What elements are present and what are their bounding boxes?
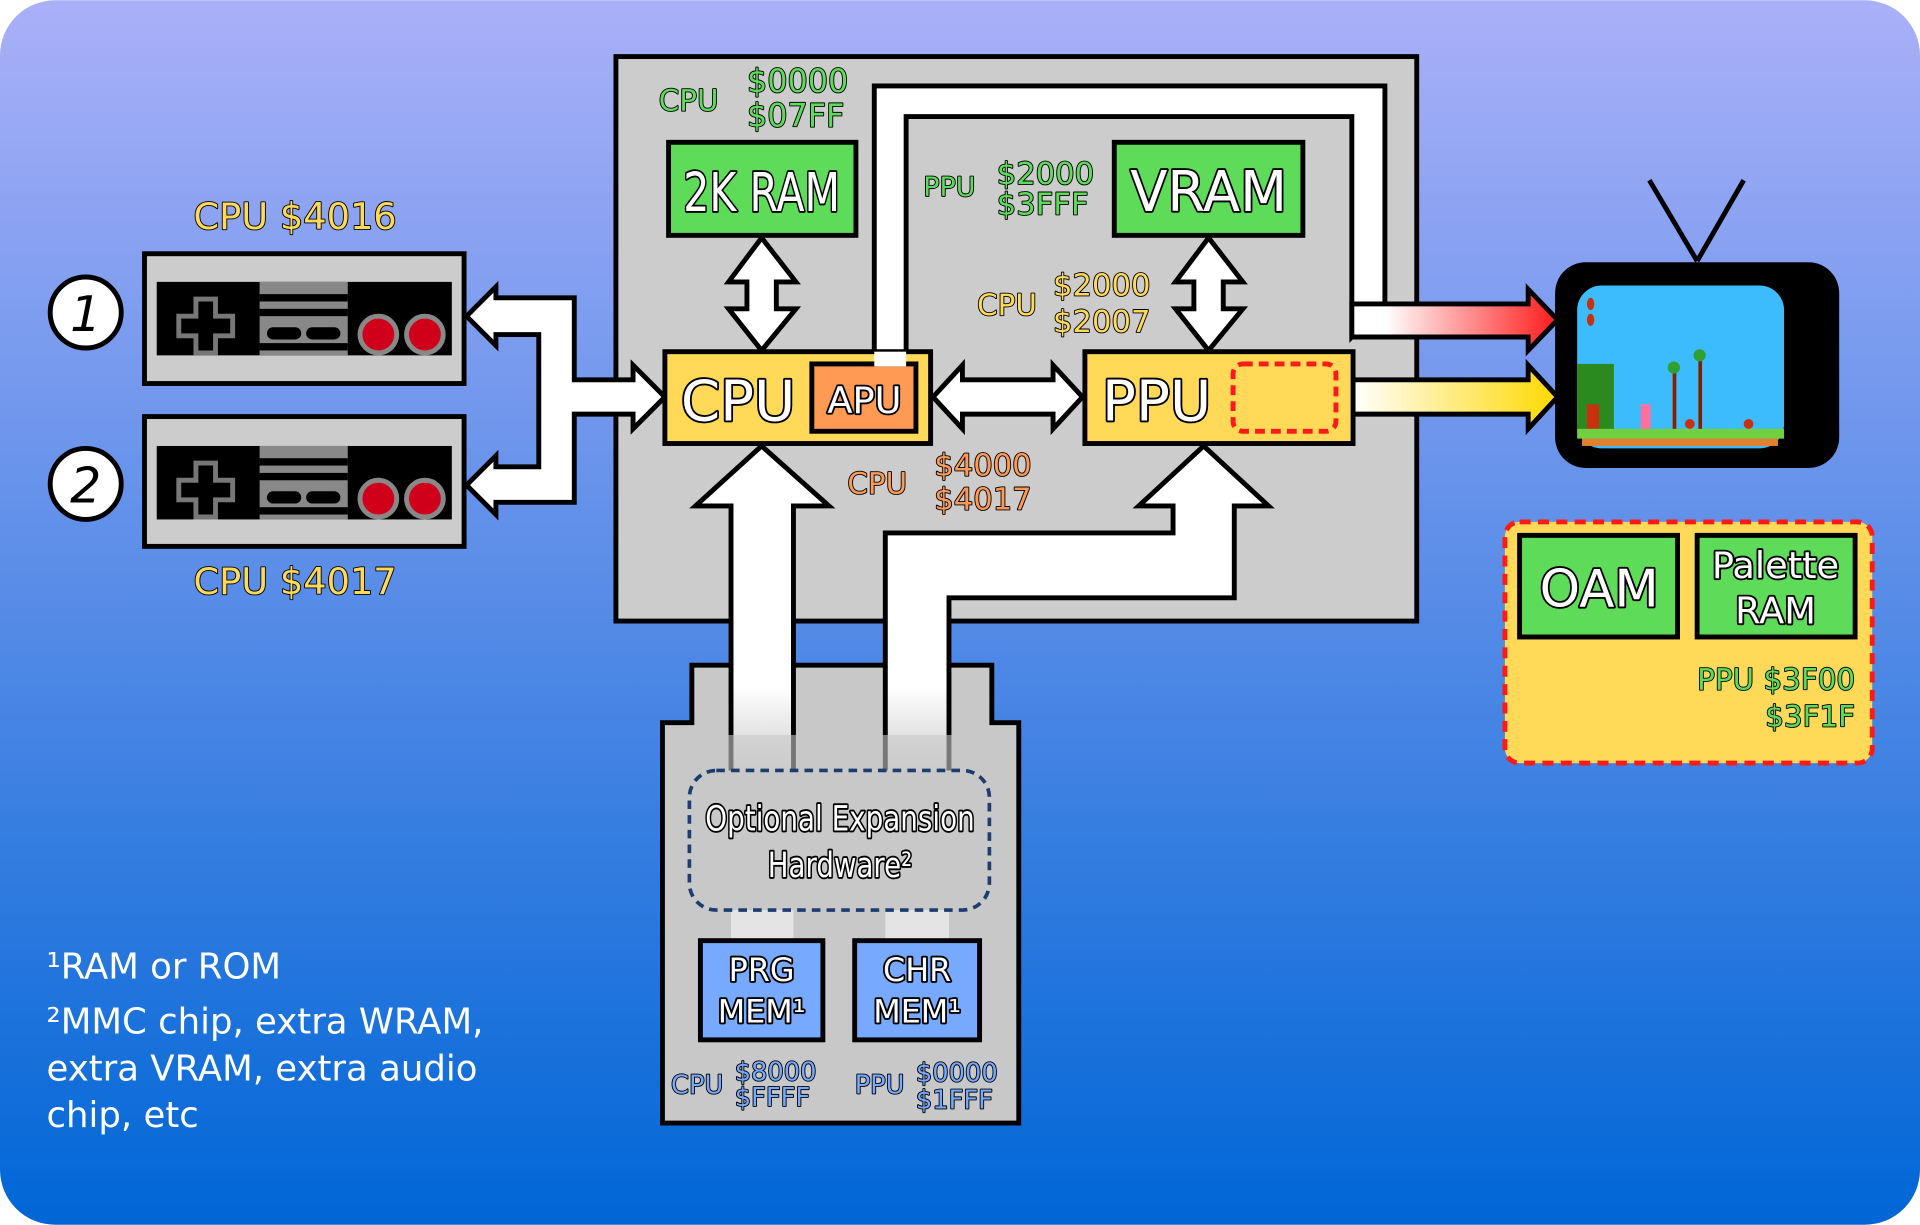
- prg-start-address: $8000: [735, 1057, 817, 1087]
- optional-expansion-hardware: [687, 768, 992, 912]
- ram-bus-label: CPU: [659, 83, 719, 117]
- footnote-2-line3: chip, etc: [47, 1095, 199, 1136]
- chr-memory-chip: [852, 938, 983, 1043]
- vram-chip: [1111, 139, 1306, 238]
- chr-bus-label: PPU: [855, 1071, 905, 1101]
- ram-end-address: $07FF: [747, 96, 844, 134]
- dpad-icon: [176, 460, 236, 520]
- expansion-label-line2: Hardware²: [768, 846, 912, 886]
- prg-connector: [731, 910, 794, 941]
- controller-bus-arrow: [463, 280, 669, 521]
- chr-label-line2: MEM¹: [873, 993, 961, 1031]
- ram-label: 2K RAM: [683, 161, 840, 224]
- chr-label-line1: CHR: [883, 951, 951, 989]
- audio-output-arrow: [1349, 283, 1561, 357]
- cpu-label: CPU: [681, 369, 795, 434]
- palette-label-line2: RAM: [1735, 590, 1816, 633]
- port-2-number: 2: [70, 457, 101, 514]
- prg-label-line2: MEM¹: [718, 993, 806, 1031]
- ppu-label: PPU: [1102, 369, 1211, 434]
- chr-end-address: $1FFF: [916, 1085, 993, 1115]
- palette-ram-chip: [1694, 532, 1858, 640]
- vram-bus-label: PPU: [923, 172, 975, 203]
- controller-2: [142, 414, 467, 549]
- prg-label-line1: PRG: [729, 951, 795, 989]
- prg-bus-label: CPU: [671, 1071, 723, 1101]
- expansion-label-line1: Optional Expansion: [705, 799, 974, 839]
- footnote-2-line2: extra VRAM, extra audio: [47, 1048, 478, 1089]
- palette-start-address: $3F00: [1763, 663, 1855, 697]
- vram-end-address: $3FFF: [997, 188, 1089, 223]
- ram-chip: [666, 139, 859, 238]
- ppu-bus-label: CPU: [977, 288, 1037, 322]
- ppu-internal-memory-marker: [1230, 361, 1339, 434]
- port-2-address: CPU $4017: [194, 560, 397, 603]
- chr-connector: [885, 910, 949, 941]
- apu-start-address: $4000: [934, 448, 1031, 483]
- palette-end-address: $3F1F: [1765, 699, 1855, 733]
- tv-screen: [1577, 285, 1785, 449]
- controller-1: [142, 251, 467, 386]
- footnote-1: ¹RAM or ROM: [47, 947, 282, 988]
- apu-bus-label: CPU: [847, 467, 907, 501]
- chr-start-address: $0000: [916, 1058, 998, 1088]
- vram-label: VRAM: [1130, 160, 1287, 225]
- palette-bus-label: PPU: [1697, 663, 1754, 697]
- oam-label: OAM: [1540, 559, 1659, 619]
- vram-start-address: $2000: [997, 157, 1094, 192]
- prg-end-address: $FFFF: [735, 1083, 811, 1113]
- palette-label-line1: Palette: [1712, 544, 1839, 587]
- port-2-badge: [47, 445, 124, 522]
- port-1-badge: [47, 274, 124, 351]
- port-1-address: CPU $4016: [194, 195, 397, 238]
- video-output-arrow: [1350, 358, 1561, 436]
- prg-memory-chip: [697, 938, 826, 1043]
- apu-end-address: $4017: [934, 483, 1031, 518]
- ppu-start-address: $2000: [1053, 268, 1150, 303]
- apu-chip: [809, 361, 919, 434]
- apu-label: APU: [827, 379, 901, 422]
- dpad-icon: [176, 296, 236, 356]
- oam-chip: [1517, 532, 1680, 640]
- footnote-2-line1: ²MMC chip, extra WRAM,: [47, 1002, 484, 1043]
- port-1-number: 1: [70, 286, 101, 343]
- ppu-end-address: $2007: [1053, 305, 1150, 340]
- tv-icon: [1555, 179, 1840, 469]
- ram-start-address: $0000: [747, 62, 848, 100]
